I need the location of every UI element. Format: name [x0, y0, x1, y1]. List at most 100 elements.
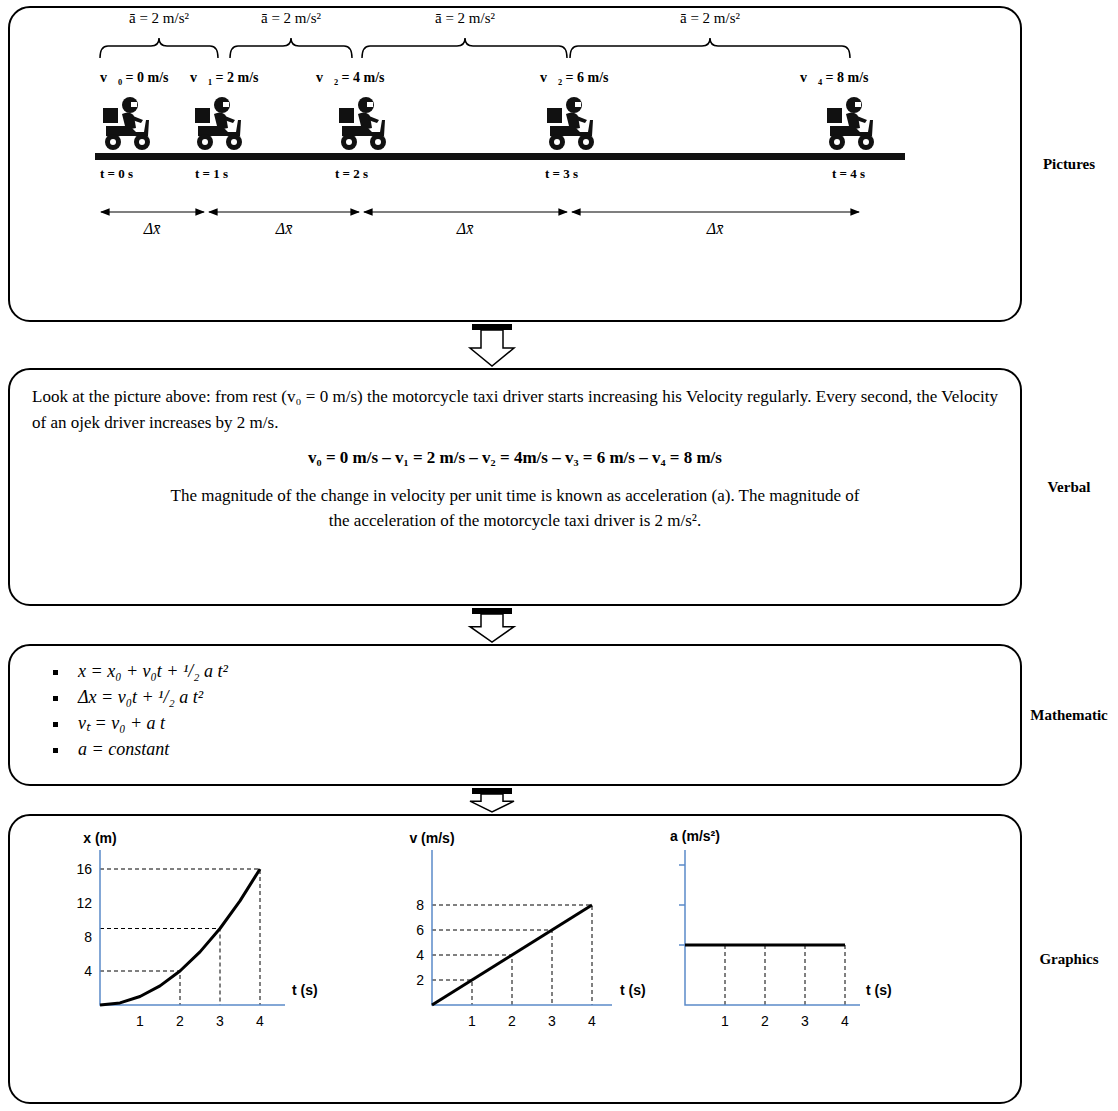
panel-heading: Pictures: [1026, 156, 1112, 173]
displacement-label: Δx̄: [144, 220, 161, 238]
axis: [100, 850, 285, 1005]
flow-arrow: [470, 608, 514, 642]
brace: [100, 38, 850, 58]
motorcycle-rider: [103, 97, 150, 150]
motorcycle-rider: [195, 97, 242, 150]
acceleration-graph: [679, 850, 860, 1005]
velocity-label: v⃗₀ = 0 m/s: [100, 70, 169, 86]
guide-line: [805, 945, 806, 1005]
guide-lines: [432, 905, 592, 1005]
guide-lines: [725, 945, 845, 1005]
tick-label: 4: [416, 947, 424, 963]
motorcycle-rider: [547, 97, 594, 150]
acceleration-line: [685, 944, 845, 947]
equation: Δx = v₀t + ¹/₂ a t²: [70, 684, 1020, 710]
displacement-arrow: [572, 211, 859, 212]
equation: vₜ = v₀ + a t: [70, 710, 1020, 736]
axis-label: v (m/s): [409, 830, 454, 846]
hollow-arrow: [470, 614, 514, 642]
axis-label: t (s): [620, 982, 646, 998]
displacement-arrows: [101, 211, 859, 212]
panel-heading: Mathematic: [1026, 707, 1112, 724]
tick-label: 12: [76, 895, 92, 911]
guide-line: [100, 869, 260, 1005]
displacement-label: Δx̄: [707, 220, 724, 238]
displacement-arrow: [101, 211, 204, 212]
velocity-sequence: v₀ = 0 m/s – v₁ = 2 m/s – v₂ = 4m/s – v₃…: [32, 445, 998, 471]
tick-label: 6: [416, 922, 424, 938]
axis-label: x (m): [83, 830, 116, 846]
hollow-arrow: [470, 794, 514, 812]
velocity-label: v⃗₁ = 2 m/s: [190, 70, 259, 86]
tick-label: 1: [136, 1013, 144, 1029]
tick-label: 2: [508, 1013, 516, 1029]
panel: VerbalLook at the picture above: from re…: [8, 368, 1022, 606]
axis-label: t (s): [866, 982, 892, 998]
guide-line: [432, 905, 592, 1005]
motorcycle-rider: [339, 97, 386, 150]
time-label: t = 1 s: [195, 166, 228, 182]
rider-icons: [103, 97, 874, 150]
tick-label: 8: [84, 929, 92, 945]
displacement-label: Δx̄: [276, 220, 293, 238]
acceleration-label: ā = 2 m/s²: [435, 10, 495, 27]
time-label: t = 0 s: [100, 166, 133, 182]
tick-label: 8: [416, 897, 424, 913]
velocity-label: v⃗₄ = 8 m/s: [800, 70, 869, 86]
road: [95, 153, 905, 160]
guide-line: [100, 929, 220, 1006]
tick-label: 4: [588, 1013, 596, 1029]
guide-lines: [100, 869, 260, 1005]
arrow-cap: [472, 608, 512, 614]
tick-label: 3: [216, 1013, 224, 1029]
velocity-label: v⃗₂ = 4 m/s: [316, 70, 385, 86]
tick-label: 16: [76, 861, 92, 877]
position-graph: [100, 850, 285, 1005]
equation: a = constant: [70, 736, 1020, 762]
acceleration-label: ā = 2 m/s²: [680, 10, 740, 27]
flow-arrow: [470, 324, 514, 366]
time-label: t = 3 s: [545, 166, 578, 182]
brace: [362, 38, 567, 58]
tick-label: 2: [761, 1013, 769, 1029]
guide-line: [725, 945, 726, 1005]
guide-line: [845, 945, 846, 1005]
position-curve: [100, 869, 260, 1005]
paragraph: The magnitude of the change in velocity …: [170, 483, 860, 534]
tick-label: 4: [84, 963, 92, 979]
displacement-arrow: [364, 211, 567, 212]
equation: x = x₀ + v₀t + ¹/₂ a t²: [70, 658, 1020, 684]
axis: [685, 850, 860, 1005]
panel: Graphics: [8, 814, 1022, 1104]
tick-label: 1: [468, 1013, 476, 1029]
time-label: t = 4 s: [832, 166, 865, 182]
displacement-label: Δx̄: [457, 220, 474, 238]
guide-line: [765, 945, 766, 1005]
velocity-line: [432, 905, 592, 1005]
panel-heading: Graphics: [1026, 951, 1112, 968]
displacement-arrow: [209, 211, 359, 212]
axis-label: a (m/s²): [670, 828, 720, 844]
tick-label: 3: [548, 1013, 556, 1029]
tick-label: 1: [721, 1013, 729, 1029]
equation-list: x = x₀ + v₀t + ¹/₂ a t²Δx = v₀t + ¹/₂ a …: [10, 646, 1020, 762]
tick-label: 2: [176, 1013, 184, 1029]
brace: [570, 38, 850, 58]
velocity-graph: [432, 850, 612, 1005]
flow-arrow: [470, 788, 514, 812]
brace: [230, 38, 352, 58]
axis: [432, 850, 612, 1005]
paragraph: Look at the picture above: from rest (v₀…: [32, 384, 998, 435]
tick-label: 2: [416, 972, 424, 988]
axis-ticks: [679, 865, 685, 945]
brace: [100, 38, 218, 58]
acceleration-label: ā = 2 m/s²: [261, 10, 321, 27]
axis-label: t (s): [292, 982, 318, 998]
time-label: t = 2 s: [335, 166, 368, 182]
arrow-cap: [472, 324, 512, 330]
hollow-arrow: [470, 330, 514, 366]
panel: Mathematicx = x₀ + v₀t + ¹/₂ a t²Δx = v₀…: [8, 644, 1022, 786]
tick-label: 4: [256, 1013, 264, 1029]
acceleration-label: ā = 2 m/s²: [129, 10, 189, 27]
tick-label: 4: [841, 1013, 849, 1029]
